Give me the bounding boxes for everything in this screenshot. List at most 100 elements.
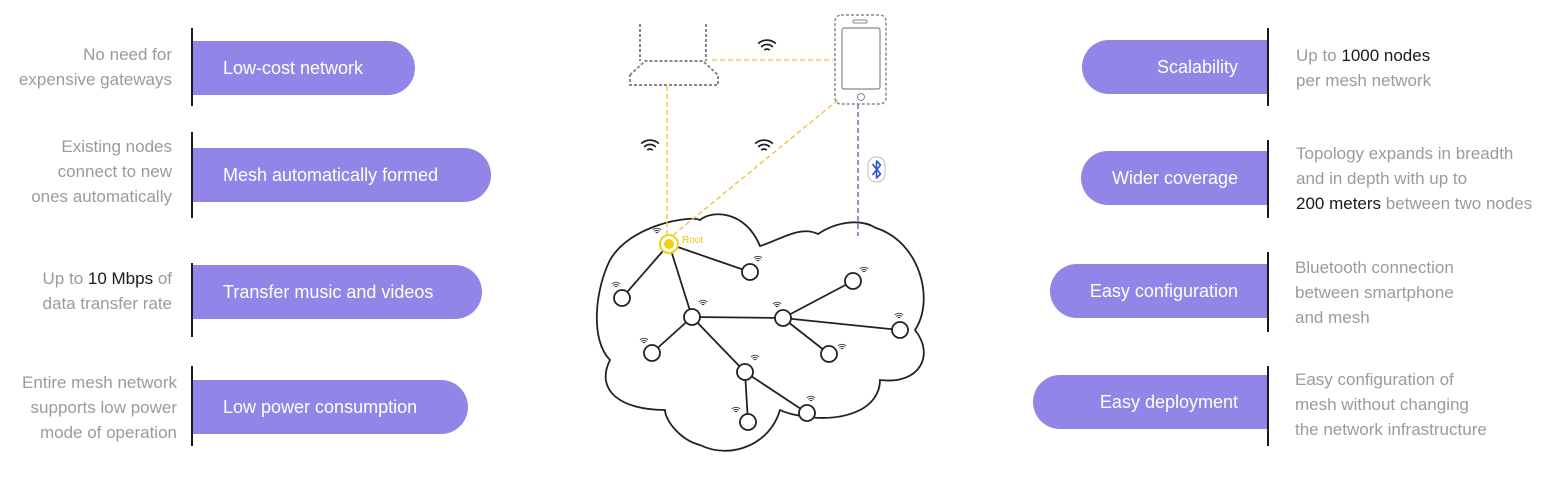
mesh-node (643, 344, 661, 362)
feature-pill-mesh-formed: Mesh automatically formed (193, 148, 491, 202)
mesh-node (891, 321, 909, 339)
divider-line (1267, 252, 1269, 332)
mesh-node (683, 308, 701, 326)
feature-desc-low-power: Entire mesh network supports low power mod… (22, 370, 177, 445)
desc-text: data transfer rate (42, 294, 172, 313)
desc-line: data transfer rate (43, 291, 172, 316)
wifi-icon (894, 312, 904, 319)
root-node: Root (659, 234, 703, 254)
desc-line: Up to 10 Mbps of (43, 266, 172, 291)
feature-desc-low-cost: No need for expensive gateways (19, 42, 172, 92)
desc-line: Entire mesh network (22, 370, 177, 395)
desc-line: 200 meters between two nodes (1296, 191, 1532, 216)
mesh-nodes (613, 263, 909, 431)
mesh-node (820, 345, 838, 363)
wifi-icon (772, 301, 782, 308)
feature-pill-scalability: Scalability (1082, 40, 1268, 94)
wifi-icon (750, 354, 760, 361)
desc-text: and in depth with up to (1296, 169, 1468, 188)
wifi-icon (639, 337, 649, 344)
mesh-node (736, 363, 754, 381)
root-label: Root (682, 235, 703, 246)
bluetooth-icon (867, 156, 886, 183)
desc-line: and mesh (1295, 305, 1454, 330)
wifi-icon (757, 39, 777, 52)
feature-pill-transfer: Transfer music and videos (193, 265, 482, 319)
mesh-node (741, 263, 759, 281)
mesh-node (739, 413, 757, 431)
desc-text: between smartphone (1295, 283, 1454, 302)
desc-line: Easy configuration of (1295, 367, 1487, 392)
desc-line: expensive gateways (19, 67, 172, 92)
desc-line: Up to 1000 nodes (1296, 43, 1431, 68)
desc-line: Existing nodes (31, 134, 172, 159)
node-wifi-icons (611, 227, 904, 413)
feature-pill-configuration: Easy configuration (1050, 264, 1268, 318)
feature-desc-mesh-formed: Existing nodes connect to new ones automat… (31, 134, 172, 209)
divider-line (191, 263, 193, 337)
desc-line: No need for (19, 42, 172, 67)
desc-text: Up to (42, 269, 88, 288)
desc-text: ones automatically (31, 187, 172, 206)
desc-line: Topology expands in breadth (1296, 141, 1532, 166)
feature-pill-deployment: Easy deployment (1033, 375, 1268, 429)
phone-root-link (671, 99, 839, 237)
divider-line (191, 28, 193, 106)
desc-text: connect to new (57, 162, 172, 181)
wifi-icon (731, 406, 741, 413)
divider-line (1267, 366, 1269, 446)
desc-highlight: 1000 nodes (1341, 46, 1431, 65)
wifi-icon (859, 266, 869, 273)
mesh-node (774, 309, 792, 327)
desc-text: of (153, 269, 172, 288)
desc-text: Bluetooth connection (1295, 258, 1454, 277)
mesh-edges (621, 243, 901, 423)
feature-desc-deployment: Easy configuration of mesh without changi… (1295, 367, 1487, 442)
desc-text: Topology expands in breadth (1296, 144, 1514, 163)
desc-line: mode of operation (22, 420, 177, 445)
divider-line (191, 366, 193, 446)
wifi-icon (611, 281, 621, 288)
desc-text: mesh without changing (1295, 395, 1469, 414)
divider-line (191, 132, 193, 218)
feature-desc-configuration: Bluetooth connection between smartphone an… (1295, 255, 1454, 330)
desc-text: Existing nodes (61, 137, 172, 156)
desc-line: and in depth with up to (1296, 166, 1532, 191)
desc-text: the network infrastructure (1295, 420, 1487, 439)
wifi-icon (754, 139, 774, 152)
desc-text: No need for (83, 45, 172, 64)
desc-text: mode of operation (39, 423, 177, 442)
divider-line (1267, 140, 1269, 218)
feature-desc-transfer: Up to 10 Mbps of data transfer rate (43, 266, 172, 316)
desc-text: Entire mesh network (22, 373, 177, 392)
desc-line: Bluetooth connection (1295, 255, 1454, 280)
mesh-node (613, 289, 631, 307)
desc-highlight: 200 meters (1296, 194, 1382, 213)
desc-line: mesh without changing (1295, 392, 1487, 417)
wifi-icon (652, 227, 662, 234)
desc-text: supports low power (30, 398, 177, 417)
feature-pill-low-power: Low power consumption (193, 380, 468, 434)
mesh-node (798, 404, 816, 422)
desc-line: connect to new (31, 159, 172, 184)
desc-line: ones automatically (31, 184, 172, 209)
cloud-outline (595, 213, 925, 452)
wifi-icon (837, 343, 847, 350)
desc-text: Easy configuration of (1295, 370, 1454, 389)
desc-highlight: 10 Mbps (87, 269, 154, 288)
wifi-icon (698, 299, 708, 306)
feature-desc-coverage: Topology expands in breadth and in depth … (1296, 141, 1532, 216)
feature-pill-coverage: Wider coverage (1081, 151, 1268, 205)
feature-pill-low-cost: Low-cost network (193, 41, 415, 95)
wifi-icon (806, 395, 816, 402)
mesh-node (844, 272, 862, 290)
desc-text: and mesh (1295, 308, 1370, 327)
router-icon (629, 24, 719, 86)
desc-text: Up to (1296, 46, 1342, 65)
desc-line: supports low power (22, 395, 177, 420)
desc-line: the network infrastructure (1295, 417, 1487, 442)
desc-line: per mesh network (1296, 68, 1431, 93)
wifi-icon (640, 139, 660, 152)
